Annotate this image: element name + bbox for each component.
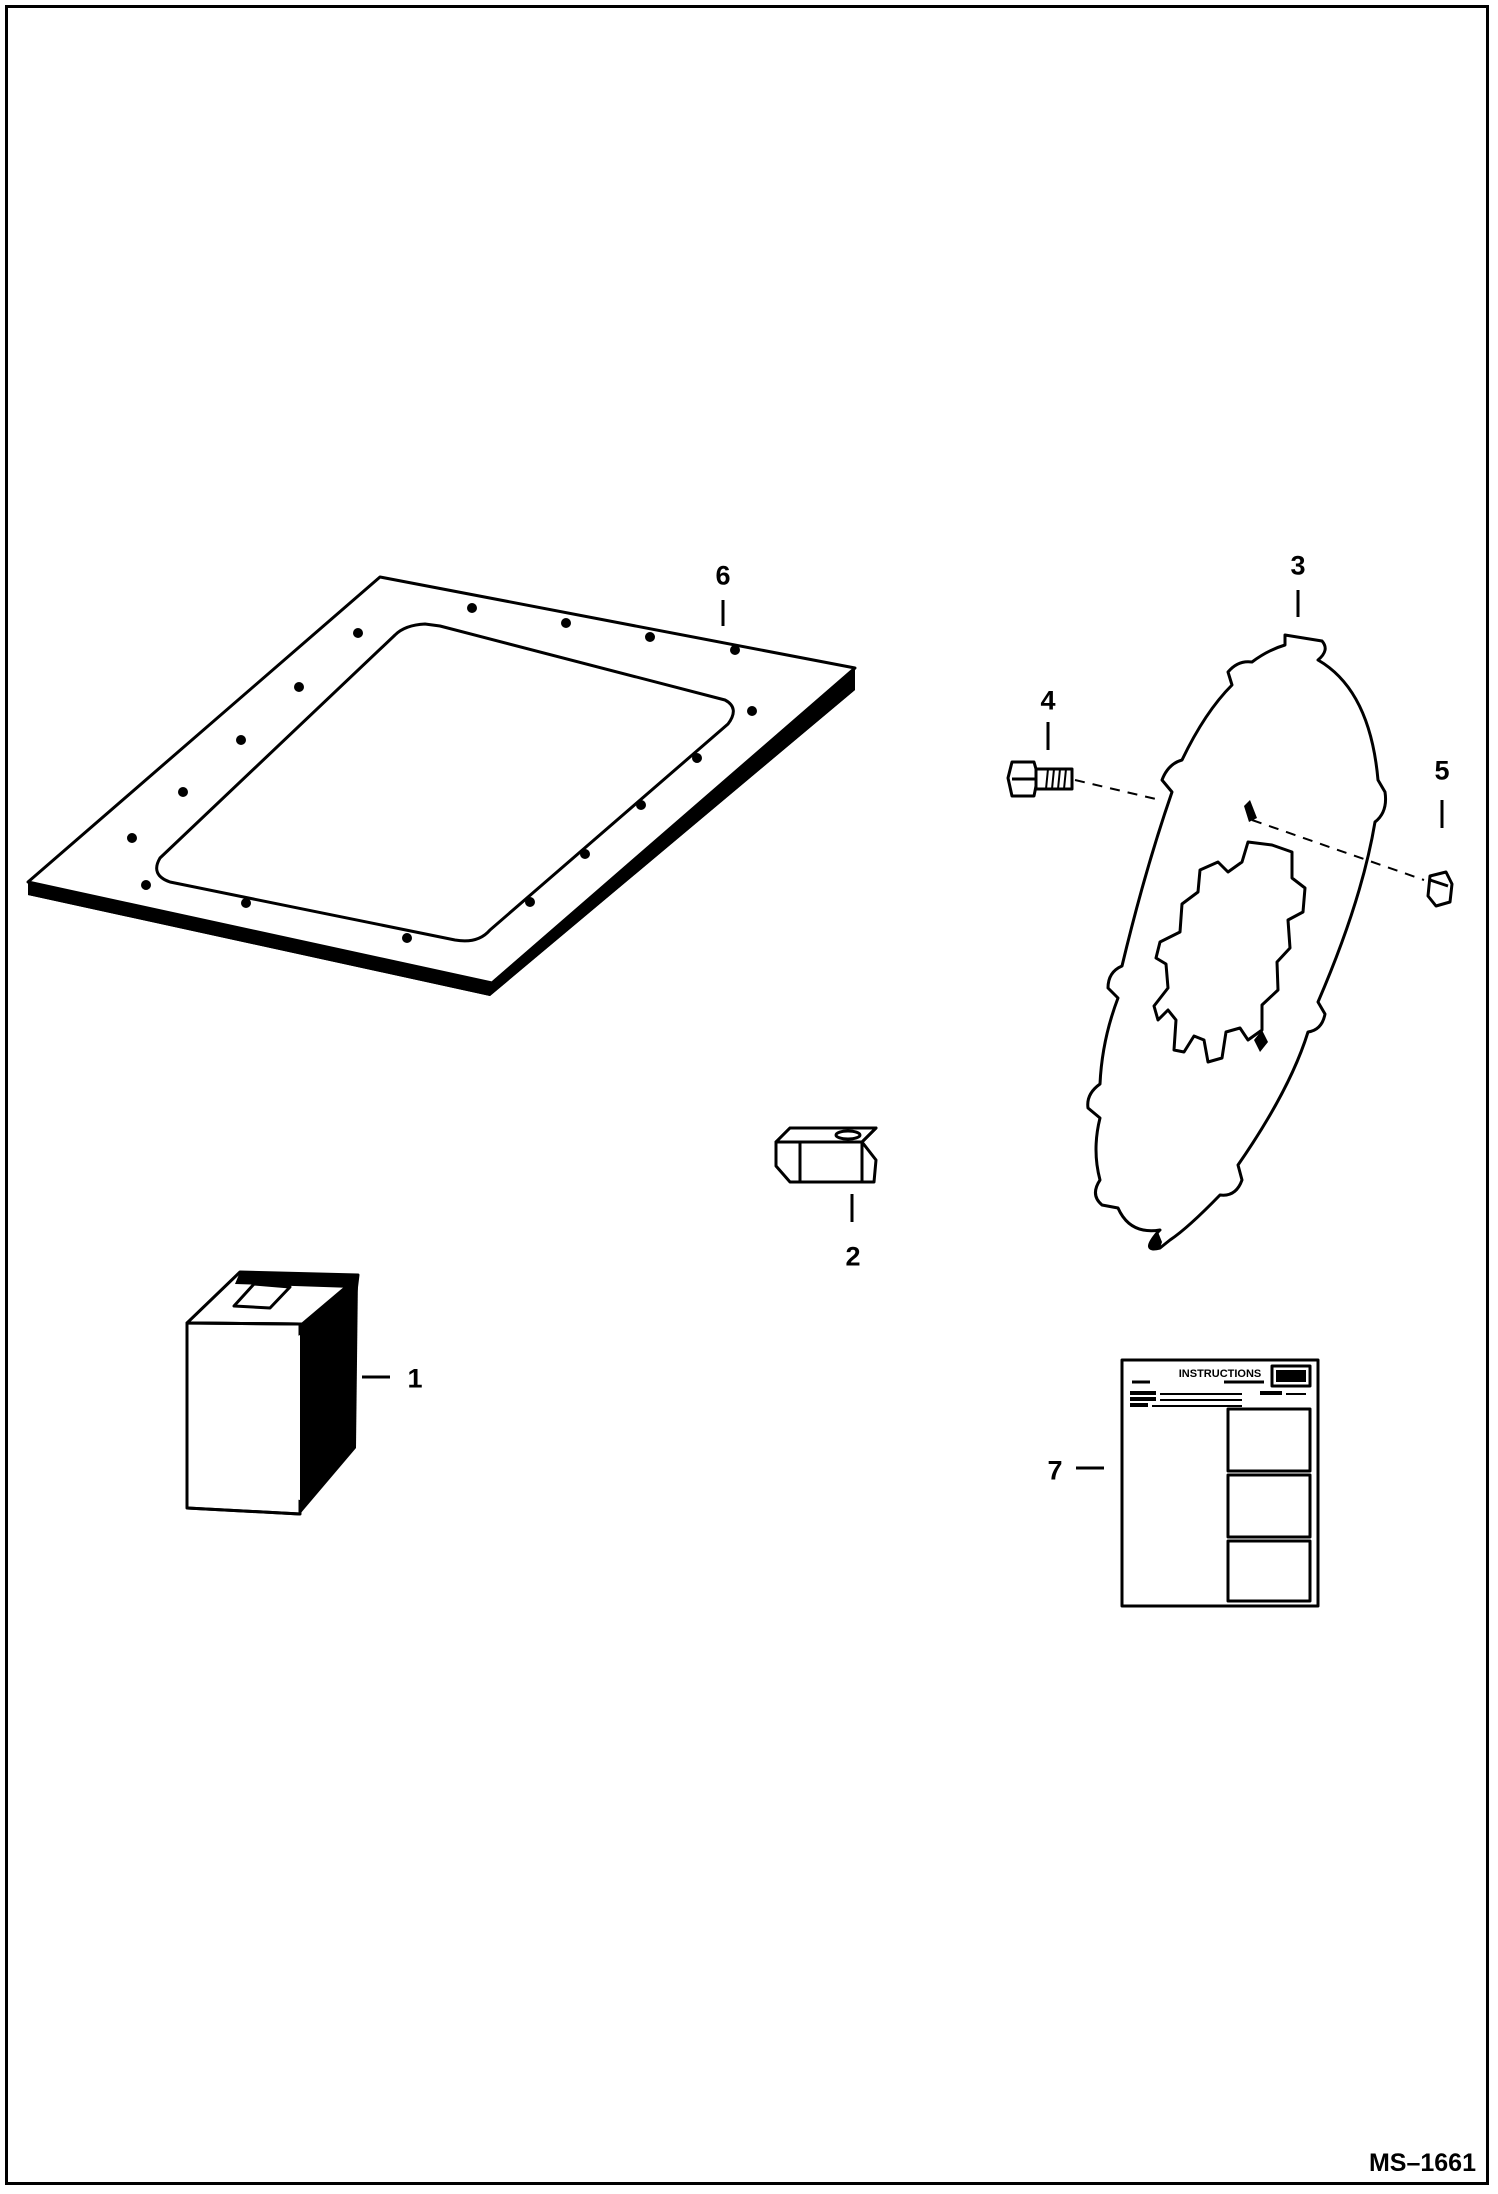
instruction-sheet (1120, 1358, 1320, 1608)
gasket-plate (26, 575, 857, 996)
nut (1426, 870, 1454, 908)
callout-5: 5 (1434, 755, 1450, 786)
callout-1: 1 (407, 1363, 423, 1394)
callout-3: 3 (1290, 550, 1306, 581)
callout-2: 2 (845, 1241, 861, 1272)
bolt (1006, 760, 1074, 798)
key-block (774, 1126, 878, 1184)
leader-lines (362, 590, 1444, 1470)
callout-4: 4 (1040, 685, 1056, 716)
drawing-number: MS–1661 (1368, 2149, 1476, 2177)
callout-6: 6 (715, 560, 731, 591)
assembly-lines (1074, 779, 1425, 881)
callout-7: 7 (1047, 1455, 1063, 1486)
instruction-sheet-heading: INSTRUCTIONS (1179, 1368, 1262, 1380)
paint-box (185, 1270, 360, 1516)
splined-disc (1086, 633, 1387, 1251)
